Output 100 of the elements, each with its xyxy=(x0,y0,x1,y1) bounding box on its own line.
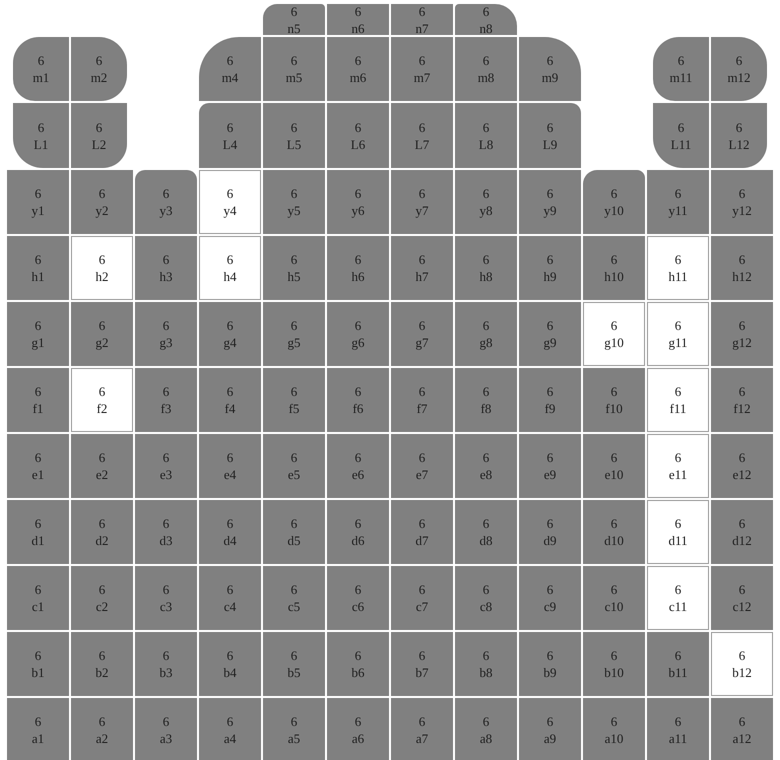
wall-tile xyxy=(391,170,453,234)
tile-number: 6 xyxy=(674,581,682,598)
tile-number: 6 xyxy=(610,515,618,532)
wall-tile xyxy=(263,500,325,564)
wall-tile xyxy=(13,37,69,101)
tile-label: d3 xyxy=(160,532,172,549)
tile-number: 6 xyxy=(226,713,234,730)
tile-label: y11 xyxy=(668,202,688,219)
tile-label: y3 xyxy=(160,202,172,219)
tile-number: 6 xyxy=(418,251,426,268)
wall-tile xyxy=(455,4,517,35)
wall-tile xyxy=(7,170,69,234)
wall-tile xyxy=(71,698,133,760)
wall-tile xyxy=(199,37,261,101)
tile-number: 6 xyxy=(674,317,682,334)
tile-number: 6 xyxy=(38,52,44,69)
tile-number: 6 xyxy=(290,118,298,136)
tile-number: 6 xyxy=(546,251,554,268)
tile-label: m5 xyxy=(286,69,302,86)
wall-tile xyxy=(7,302,69,366)
wall-tile xyxy=(71,302,133,366)
tile-label: f9 xyxy=(544,400,556,417)
tile-label: n7 xyxy=(416,20,428,36)
tile-label: f12 xyxy=(733,400,751,417)
tile-label: g9 xyxy=(544,334,556,351)
tile-number: 6 xyxy=(610,251,618,268)
tile-number: 6 xyxy=(738,647,746,664)
tile-label: e11 xyxy=(668,466,688,483)
wall-tile xyxy=(7,500,69,564)
tile-label: L12 xyxy=(728,136,750,152)
tile-label: h9 xyxy=(544,268,556,285)
wall-tile xyxy=(7,434,69,498)
tile-label: y9 xyxy=(544,202,556,219)
wall-tile xyxy=(327,170,389,234)
tile-label: h2 xyxy=(96,268,108,285)
tile-label: L7 xyxy=(414,136,430,152)
tile-label: y2 xyxy=(96,202,108,219)
wall-tile xyxy=(391,500,453,564)
tile-label: b11 xyxy=(668,664,688,681)
tile-label: d10 xyxy=(604,532,624,549)
tile-number: 6 xyxy=(226,185,234,202)
wall-tile xyxy=(455,632,517,696)
tile-label: b7 xyxy=(416,664,428,681)
wall-tile xyxy=(583,302,645,366)
tile-label: a3 xyxy=(160,730,172,747)
wall-tile xyxy=(7,236,69,300)
tile-number: 6 xyxy=(98,449,106,466)
tile-number: 6 xyxy=(736,52,742,69)
tile-label: c5 xyxy=(288,598,300,615)
wall-tile xyxy=(199,236,261,300)
tile-label: f8 xyxy=(480,400,492,417)
tile-number: 6 xyxy=(226,118,234,136)
wall-tile xyxy=(391,368,453,432)
tile-number: 6 xyxy=(162,251,170,268)
wall-tile xyxy=(71,37,127,101)
tile-number: 6 xyxy=(290,251,298,268)
tile-label: d8 xyxy=(480,532,492,549)
tile-label: e8 xyxy=(480,466,492,483)
wall-tile xyxy=(711,500,773,564)
wall-tile xyxy=(391,37,453,101)
wall-tile xyxy=(199,170,261,234)
tile-number: 6 xyxy=(482,449,490,466)
tile-number: 6 xyxy=(34,185,42,202)
tile-number: 6 xyxy=(226,383,234,400)
tile-number: 6 xyxy=(546,647,554,664)
tile-label: c7 xyxy=(416,598,428,615)
tile-number: 6 xyxy=(290,185,298,202)
tile-label: b9 xyxy=(544,664,556,681)
tile-label: L1 xyxy=(34,136,48,152)
wall-tile xyxy=(647,500,709,564)
wall-tile xyxy=(519,103,581,168)
tile-label: h12 xyxy=(732,268,752,285)
tile-number: 6 xyxy=(482,383,490,400)
wall-tile xyxy=(519,302,581,366)
wall-tile xyxy=(327,37,389,101)
tile-label: a4 xyxy=(224,730,236,747)
tile-number: 6 xyxy=(98,581,106,598)
tile-number: 6 xyxy=(738,317,746,334)
wall-tile xyxy=(455,170,517,234)
wall-tile xyxy=(455,698,517,760)
tile-number: 6 xyxy=(418,2,426,20)
wall-tile xyxy=(135,500,197,564)
tile-label: a11 xyxy=(668,730,688,747)
tile-number: 6 xyxy=(226,515,234,532)
wall-tile xyxy=(263,170,325,234)
tile-label: m8 xyxy=(478,69,494,86)
tile-label: c4 xyxy=(224,598,236,615)
tile-label: d5 xyxy=(288,532,300,549)
wall-tile xyxy=(647,566,709,630)
tile-number: 6 xyxy=(354,118,362,136)
tile-number: 6 xyxy=(290,581,298,598)
tile-label: c11 xyxy=(668,598,688,615)
tile-label: c9 xyxy=(544,598,556,615)
tile-label: y4 xyxy=(224,202,236,219)
wall-tile xyxy=(711,368,773,432)
wall-tile xyxy=(711,103,767,168)
tile-number: 6 xyxy=(738,581,746,598)
wall-tile xyxy=(199,632,261,696)
wall-tile xyxy=(135,236,197,300)
tile-label: d6 xyxy=(352,532,364,549)
